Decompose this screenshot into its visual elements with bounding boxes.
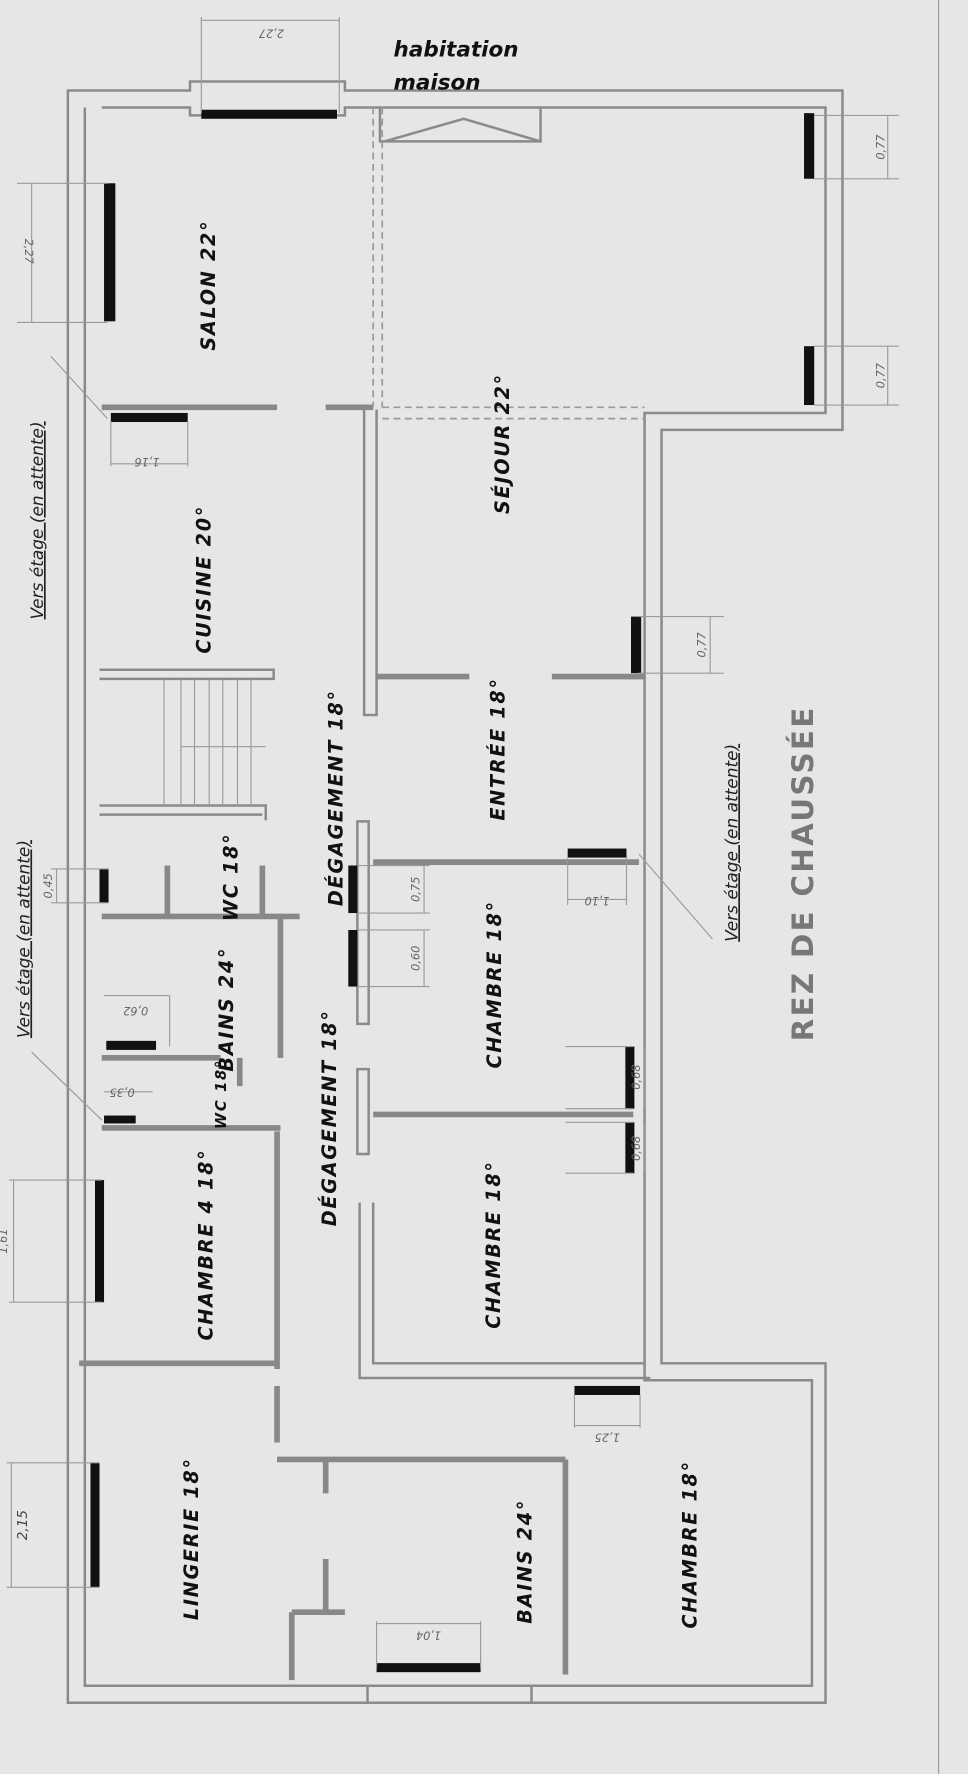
room-entree: ENTRÉE 18° bbox=[486, 677, 509, 820]
dim-entree: 0,77 bbox=[696, 631, 709, 657]
room-wc-1: WC 18° bbox=[219, 833, 242, 922]
outer-walls bbox=[66, 80, 844, 1704]
header-maison: maison bbox=[394, 70, 481, 95]
dim-deg-b: 0,60 bbox=[410, 946, 423, 971]
room-labels: SALON 22° CUISINE 20° SÉJOUR 22° DÉGAGEM… bbox=[180, 220, 702, 1629]
note-vers-etage-3: Vers étage (en attente) bbox=[13, 840, 33, 1038]
interior-walls bbox=[79, 0, 940, 1774]
dim-chambre4: 1,61 bbox=[0, 1229, 10, 1254]
room-chambre-4: CHAMBRE 4 18° bbox=[195, 1149, 218, 1341]
dim-ch-a: 0,68 bbox=[630, 1064, 643, 1089]
dim-bains-2: 1,04 bbox=[416, 1628, 441, 1641]
dim-sejour-a: 0,77 bbox=[874, 134, 887, 160]
room-wc-2: WC 18° bbox=[213, 1059, 230, 1129]
room-chambre-middle: CHAMBRE 18° bbox=[482, 1160, 505, 1329]
room-degagement-upper: DÉGAGEMENT 18° bbox=[325, 689, 348, 906]
room-cuisine: CUISINE 20° bbox=[192, 505, 215, 654]
dim-top: 2,27 bbox=[258, 26, 284, 39]
dim-cuisine: 1,16 bbox=[134, 455, 159, 468]
room-bains-2: BAINS 24° bbox=[513, 1499, 536, 1624]
dim-left-salon: 2,27 bbox=[22, 239, 35, 265]
dim-sejour-b: 0,77 bbox=[874, 362, 887, 388]
room-sejour: SÉJOUR 22° bbox=[491, 373, 514, 514]
dim-chambre-right: 1,25 bbox=[595, 1430, 620, 1443]
dim-wc-small: 0,35 bbox=[110, 1085, 135, 1098]
room-degagement-lower: DÉGAGEMENT 18° bbox=[318, 1009, 341, 1226]
dimension-labels: 2,27 2,27 1,16 0,77 0,77 0,77 0,45 0,75 … bbox=[0, 26, 887, 1641]
note-vers-etage-2: Vers étage (en attente) bbox=[721, 744, 741, 942]
dimension-lines bbox=[6, 16, 900, 1669]
dim-ch-b: 0,68 bbox=[630, 1136, 643, 1161]
dim-bains: 0,62 bbox=[123, 1004, 148, 1017]
dim-chambre-door: 1,10 bbox=[585, 894, 610, 907]
room-chambre-center: CHAMBRE 18° bbox=[483, 900, 506, 1069]
plan-title: REZ DE CHAUSSÉE bbox=[785, 705, 820, 1041]
dim-wc: 0,45 bbox=[42, 873, 55, 898]
room-bains-1: BAINS 24° bbox=[215, 947, 238, 1072]
note-vers-etage-1: Vers étage (en attente) bbox=[27, 421, 47, 619]
room-lingerie: LINGERIE 18° bbox=[180, 1457, 203, 1620]
dim-lingerie: 2,15 bbox=[15, 1510, 31, 1540]
room-chambre-right: CHAMBRE 18° bbox=[679, 1460, 702, 1629]
windows bbox=[90, 109, 815, 1673]
dim-deg-a: 0,75 bbox=[410, 877, 423, 902]
room-salon: SALON 22° bbox=[197, 220, 220, 351]
header-habitation: habitation bbox=[394, 38, 519, 63]
